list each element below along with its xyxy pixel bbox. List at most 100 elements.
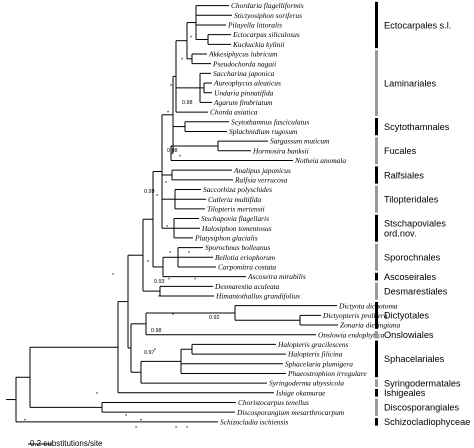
support-value: 0.93 <box>154 279 165 285</box>
taxon-label: Hormosira banksii <box>252 146 309 155</box>
full-support-marker: * <box>179 154 182 160</box>
clade-bar <box>375 214 378 242</box>
clade-bar <box>375 340 378 378</box>
taxon-label: Bellotia eriophorum <box>215 253 276 262</box>
taxon-label: Phaeostrophion irregulare <box>287 369 367 378</box>
taxon-label: Aureophycus aleuticus <box>213 79 281 88</box>
taxon-label: Analipus japonicus <box>233 166 291 175</box>
taxon-label: Ralfsia verrucosa <box>234 175 288 184</box>
order-label: Tilopteridales <box>384 195 439 205</box>
taxon-label: Saccharina japonica <box>213 69 275 78</box>
full-support-marker: * <box>188 251 191 257</box>
full-support-marker: * <box>156 194 159 200</box>
full-support-marker: * <box>154 348 157 354</box>
taxon-label: Sporochnus bolleanus <box>205 243 270 252</box>
full-support-marker: * <box>169 251 172 257</box>
full-support-marker: * <box>112 273 115 279</box>
taxon-label: Ascoseira mirabilis <box>247 272 306 281</box>
full-support-marker: * <box>186 426 189 432</box>
full-support-marker: * <box>125 414 128 420</box>
order-label: Ascoseirales <box>384 272 436 282</box>
order-label: Stschapoviales <box>384 219 446 229</box>
order-labels: Ectocarpales s.l. LaminarialesScytothamna… <box>384 20 470 427</box>
scale-bar: 0.2 substitutions/site <box>28 439 103 448</box>
order-label: Ishigeales <box>384 388 426 398</box>
support-value: 0.92 <box>209 315 220 321</box>
clade-bar <box>375 185 378 213</box>
clade-bar <box>375 398 378 416</box>
support-value: 0.97 <box>144 350 155 356</box>
taxon-label: Sphacelaria plumigera <box>285 359 353 368</box>
clade-bar <box>375 301 378 329</box>
taxon-label: Pilayella littoralis <box>227 21 282 30</box>
clade-bar <box>375 282 378 300</box>
taxon-label: Carpomitra costata <box>218 263 276 272</box>
clade-bar <box>375 166 378 184</box>
taxon-label: Splachnidium rugosum <box>229 127 298 136</box>
taxon-label: Zonaria diesingiana <box>340 321 400 330</box>
taxon-label: Pseudochorda nagaii <box>212 59 276 68</box>
clade-bar <box>375 50 378 116</box>
order-label: Sporochnales <box>384 253 441 263</box>
order-label: Desmarestiales <box>384 286 448 296</box>
clade-bar <box>375 137 378 165</box>
taxon-label: Halopteris gracilescens <box>277 340 349 349</box>
taxon-label: Chorda asiatica <box>210 108 258 117</box>
clade-bar <box>375 117 378 136</box>
clade-bar <box>375 243 378 271</box>
support-star-markers: ************************ <box>24 36 197 432</box>
taxon-label: Platysiphon glacialis <box>194 234 258 243</box>
order-label: Syringodermatales <box>384 378 461 388</box>
clade-bars <box>375 1 378 426</box>
full-support-marker: * <box>165 181 168 187</box>
taxon-label: Desmarestia aculeata <box>214 282 280 291</box>
taxon-label: Ectocarpus siliculosus <box>232 30 300 39</box>
full-support-marker: * <box>167 110 170 116</box>
clade-bar <box>375 418 378 426</box>
taxon-label: Kuckuckia kylinii <box>232 40 285 49</box>
taxon-label: Halopteris filicina <box>287 350 343 359</box>
order-label: Schizocladiophyceae <box>384 417 470 427</box>
clade-bar <box>375 379 378 387</box>
full-support-marker: * <box>194 278 197 284</box>
full-support-marker: * <box>158 295 161 301</box>
full-support-marker: * <box>190 36 193 42</box>
support-value: 0.98 <box>151 328 162 334</box>
order-label: Discosporangiales <box>384 403 459 413</box>
clade-bar <box>375 272 378 281</box>
support-value: 0.98 <box>182 100 193 106</box>
taxon-label: Cutleria multifida <box>208 195 261 204</box>
taxon-label: Onslowia endophytica <box>318 330 385 339</box>
taxon-label: Tilopteris mertensii <box>207 204 265 213</box>
taxon-label: Stschapovia flagellaris <box>201 214 269 223</box>
clade-bar <box>375 330 378 339</box>
tree-branches <box>6 5 338 423</box>
taxon-label: Ishige okamurae <box>275 388 326 397</box>
full-support-marker: * <box>181 58 184 64</box>
full-support-marker: * <box>96 392 99 398</box>
clade-bar <box>375 1 378 49</box>
order-label: Fucales <box>384 146 417 156</box>
full-support-marker: * <box>135 426 138 432</box>
taxon-label: Agarum fimbriatum <box>213 98 273 107</box>
taxon-label: Akkesiphycus lubricum <box>208 50 278 59</box>
taxon-label: Scytothamnus fasciculatus <box>231 117 309 126</box>
taxon-label: Syringoderma abyssicola <box>269 379 344 388</box>
order-label: Ectocarpales s.l. <box>384 20 451 30</box>
order-label: Onslowiales <box>384 330 434 340</box>
taxon-label: Notheia anomala <box>294 156 346 165</box>
order-label: Ralfsiales <box>384 170 424 180</box>
taxon-label: Chordaria flagelliformis <box>231 1 304 10</box>
order-label: Laminariales <box>384 78 436 88</box>
support-value: 0.98 <box>167 148 178 154</box>
support-values: 0.980.980.990.930.920.980.97 <box>144 100 220 356</box>
full-support-marker: * <box>147 260 150 266</box>
full-support-marker: * <box>170 84 173 90</box>
taxon-label: Sargassum muticum <box>270 137 330 146</box>
order-label: Scytothamnales <box>384 122 450 132</box>
full-support-marker: * <box>172 313 175 319</box>
full-support-marker: * <box>24 418 27 424</box>
order-label: ord.nov. <box>384 229 417 239</box>
